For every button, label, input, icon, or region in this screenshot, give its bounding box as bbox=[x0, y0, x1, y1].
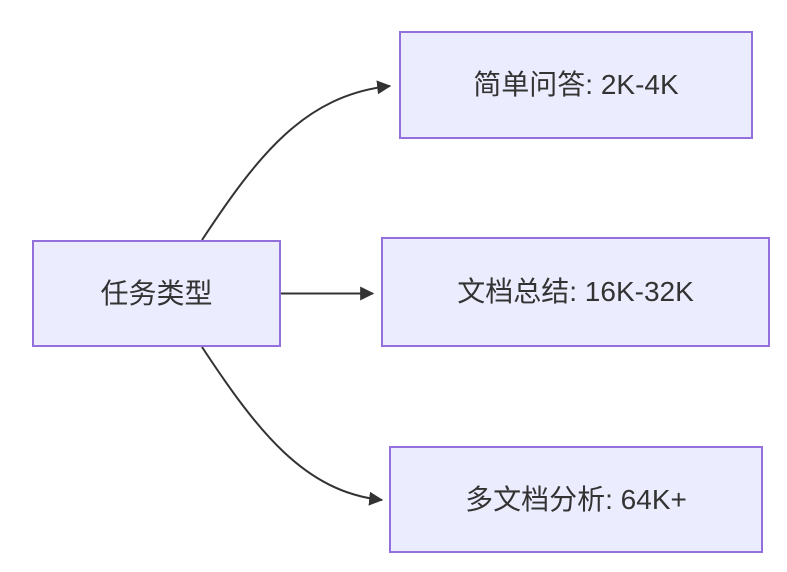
node-doc-summary: 文档总结: 16K-32K bbox=[381, 237, 770, 347]
node-multi-doc-label: 多文档分析: 64K+ bbox=[465, 483, 687, 515]
node-simple-qa: 简单问答: 2K-4K bbox=[399, 31, 753, 139]
node-task-type: 任务类型 bbox=[32, 240, 281, 347]
node-doc-summary-label: 文档总结: 16K-32K bbox=[457, 276, 694, 308]
node-simple-qa-label: 简单问答: 2K-4K bbox=[473, 69, 679, 101]
edge-root-to-multi-doc bbox=[201, 346, 384, 506]
node-multi-doc: 多文档分析: 64K+ bbox=[389, 446, 763, 553]
edge-root-to-simple-qa bbox=[201, 80, 392, 241]
node-task-type-label: 任务类型 bbox=[100, 277, 213, 309]
